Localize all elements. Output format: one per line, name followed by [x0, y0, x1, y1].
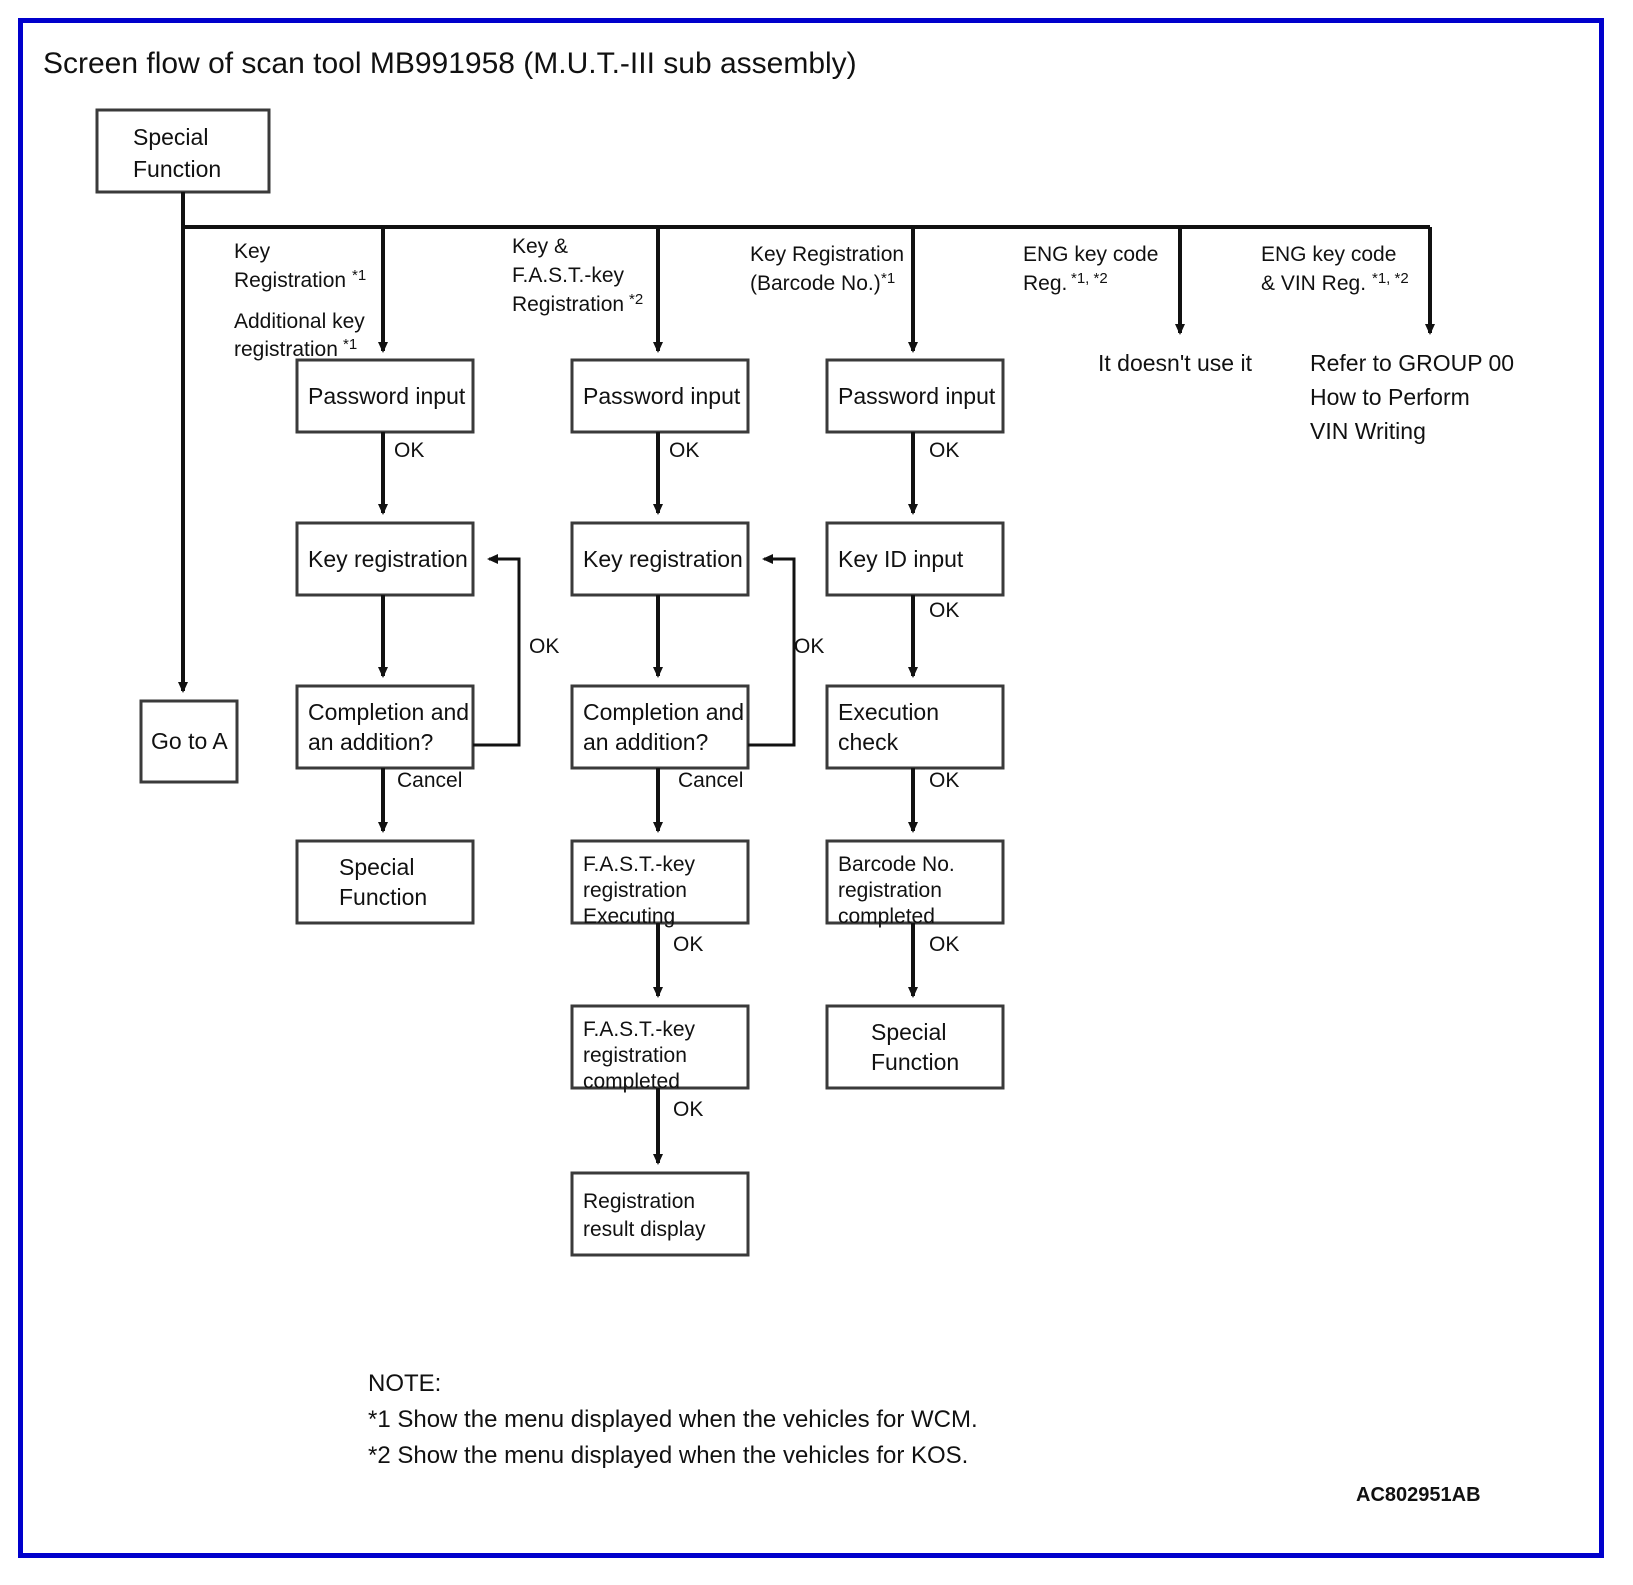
box-c3-exec-line1: Execution	[838, 699, 939, 725]
branch-label-1-line2: Registration	[234, 269, 346, 292]
text-c5-line3: VIN Writing	[1310, 418, 1426, 444]
edge-label-c2-loop-ok: OK	[794, 635, 824, 658]
page-title: Screen flow of scan tool MB991958 (M.U.T…	[43, 47, 857, 80]
box-c3-special-line2: Function	[871, 1049, 959, 1075]
box-c2-fast-exec-line2: registration	[583, 879, 687, 902]
box-go-to-a	[139, 699, 239, 784]
box-root-line1: Special	[133, 124, 208, 150]
box-root-special-function	[95, 108, 271, 194]
branch-label-5-line1: ENG key code	[1261, 243, 1396, 266]
box-c2-fast-comp-line2: registration	[583, 1044, 687, 1067]
box-c2-registration-result	[570, 1171, 750, 1257]
box-c2-key-registration	[570, 521, 750, 597]
box-c2-result-line2: result display	[583, 1218, 706, 1241]
box-c1-password-input-label: Password input	[308, 383, 466, 409]
branch-label-2-line1: Key &	[512, 235, 568, 258]
box-c2-result-line1: Registration	[583, 1190, 695, 1213]
edge-label-c3-ok-4: OK	[929, 933, 959, 956]
box-c3-barcode-line2: registration	[838, 879, 942, 902]
box-c1-completion-line1: Completion and	[308, 699, 469, 725]
text-c5-line1: Refer to GROUP 00	[1310, 350, 1514, 376]
box-c2-fast-exec-line3: Executing	[583, 905, 675, 928]
flowchart-canvas: Screen flow of scan tool MB991958 (M.U.T…	[43, 47, 1514, 1506]
branch-label-3-sup: *1	[881, 270, 895, 287]
branch-label-4-line1: ENG key code	[1023, 243, 1158, 266]
branch-label-1-line4: registration	[234, 338, 338, 361]
edge-c2-loop-ok	[748, 554, 796, 747]
box-c1-key-registration	[295, 521, 475, 597]
branch-label-4-line2: Reg.	[1023, 272, 1067, 295]
box-c2-key-registration-label: Key registration	[583, 546, 743, 572]
box-c3-special-function	[825, 1004, 1005, 1090]
note-line-1: *1 Show the menu displayed when the vehi…	[368, 1406, 978, 1433]
figure-code: AC802951AB	[1356, 1484, 1481, 1506]
box-c2-fast-comp-line3: completed	[583, 1070, 680, 1093]
edge-label-c2-ok-3: OK	[673, 1098, 703, 1121]
edge-label-c1-loop-ok: OK	[529, 635, 559, 658]
branch-label-4-sup: *1, *2	[1071, 270, 1108, 287]
box-root-line2: Function	[133, 156, 221, 182]
box-c1-special-function	[295, 839, 475, 925]
note-line-2: *2 Show the menu displayed when the vehi…	[368, 1442, 968, 1469]
edge-label-c3-ok-2: OK	[929, 599, 959, 622]
edge-label-c2-ok-2: OK	[673, 933, 703, 956]
note-heading: NOTE:	[368, 1370, 441, 1397]
box-go-to-a-label: Go to A	[151, 728, 228, 754]
box-c2-fast-comp-line1: F.A.S.T.-key	[583, 1018, 696, 1041]
box-c1-password-input	[295, 358, 475, 434]
edge-c1-loop-ok	[473, 554, 521, 747]
diagram-frame: Screen flow of scan tool MB991958 (M.U.T…	[18, 18, 1604, 1558]
edge-label-c1-cancel: Cancel	[397, 769, 462, 792]
box-c1-special-line2: Function	[339, 884, 427, 910]
box-c2-fast-key-executing	[570, 839, 750, 925]
box-c2-completion-line1: Completion and	[583, 699, 744, 725]
branch-label-2-sup: *2	[629, 291, 643, 308]
box-c1-completion-line2: an addition?	[308, 729, 433, 755]
edge-label-c3-ok-3: OK	[929, 769, 959, 792]
box-c3-password-input	[825, 358, 1005, 434]
text-c4-doesnt-use-it: It doesn't use it	[1098, 350, 1253, 376]
branch-label-3-line1: Key Registration	[750, 243, 904, 266]
box-c3-exec-line2: check	[838, 729, 899, 755]
box-c3-barcode-line3: completed	[838, 905, 935, 928]
box-c2-password-input	[570, 358, 750, 434]
edge-label-c2-cancel: Cancel	[678, 769, 743, 792]
text-c5-line2: How to Perform	[1310, 384, 1470, 410]
box-c1-key-registration-label: Key registration	[308, 546, 468, 572]
branch-label-3-line2: (Barcode No.)	[750, 272, 881, 295]
edge-label-c2-ok-1: OK	[669, 439, 699, 462]
box-c2-completion-line2: an addition?	[583, 729, 708, 755]
branch-label-1-sup2: *1	[343, 336, 357, 353]
branch-label-5-sup: *1, *2	[1372, 270, 1409, 287]
box-c2-fast-exec-line1: F.A.S.T.-key	[583, 853, 696, 876]
edge-label-c3-ok-1: OK	[929, 439, 959, 462]
branch-label-1-line1: Key	[234, 240, 271, 263]
box-c1-special-line1: Special	[339, 854, 414, 880]
branch-label-1-sup1: *1	[352, 267, 366, 284]
box-c3-barcode-line1: Barcode No.	[838, 853, 955, 876]
box-c3-execution-check	[825, 684, 1005, 770]
box-c1-completion-addition	[295, 684, 475, 770]
box-c3-special-line1: Special	[871, 1019, 946, 1045]
box-c3-key-id-input-label: Key ID input	[838, 546, 964, 572]
box-c3-password-input-label: Password input	[838, 383, 996, 409]
branch-label-5-line2: & VIN Reg.	[1261, 272, 1366, 295]
edge-label-c1-ok-1: OK	[394, 439, 424, 462]
box-c2-completion-addition	[570, 684, 750, 770]
branch-label-2-line3: Registration	[512, 293, 624, 316]
branch-label-1-line3: Additional key	[234, 310, 365, 333]
branch-label-2-line2: F.A.S.T.-key	[512, 264, 625, 287]
box-c3-barcode-completed	[825, 839, 1005, 925]
box-c2-password-input-label: Password input	[583, 383, 741, 409]
